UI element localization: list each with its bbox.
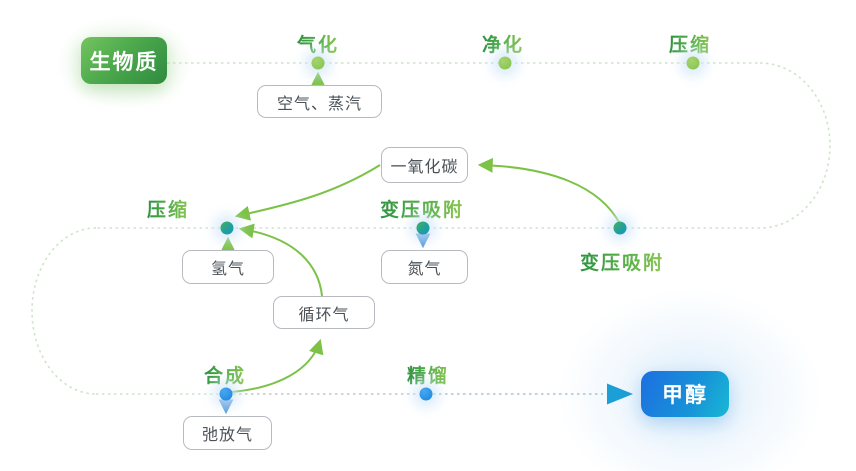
stage-compression-top: 压缩: [669, 30, 711, 57]
stage-purification: 净化: [482, 30, 524, 57]
box-air-steam: 空气、蒸汽: [257, 85, 382, 118]
box-nitrogen-label: 氮气: [407, 261, 442, 278]
methanol-badge: 甲醇: [641, 371, 729, 417]
biomass-badge-label: 生物质: [89, 50, 159, 74]
compression-top-node-dot-icon: [686, 56, 700, 70]
psa-right-node-dot-icon: [613, 221, 627, 235]
box-recycle-gas-label: 循环气: [298, 306, 350, 324]
stage-synthesis: 合成: [204, 361, 246, 388]
psa-mid-node-dot-icon: [416, 221, 430, 235]
box-nitrogen: 氮气: [381, 250, 468, 284]
synthesis-node-dot-icon: [219, 387, 233, 401]
stage-compression-left: 压缩: [147, 195, 189, 222]
box-purge-gas: 弛放气: [183, 416, 272, 450]
distillation-node-dot-icon: [419, 387, 433, 401]
dotted-arc-left: [31, 227, 97, 395]
box-hydrogen: 氢气: [182, 250, 274, 284]
stage-gasification: 气化: [297, 30, 339, 57]
box-recycle-gas: 循环气: [273, 296, 375, 329]
box-air-steam-label: 空气、蒸汽: [276, 95, 362, 113]
dotted-arc-right: [759, 62, 831, 229]
methanol-badge-label: 甲醇: [662, 384, 708, 407]
arrow-synthesis-to-recyclegas: [230, 338, 324, 393]
arrow-psaright-to-co: [477, 157, 621, 225]
arrow-co-to-compression: [234, 164, 381, 221]
methanol-arrowhead-icon: [607, 383, 633, 405]
box-hydrogen-label: 氢气: [210, 261, 245, 278]
biomass-badge: 生物质: [81, 37, 167, 84]
stage-distillation: 精馏: [407, 361, 449, 388]
box-purge-gas-label: 弛放气: [201, 427, 253, 444]
compression-left-node-dot-icon: [220, 221, 234, 235]
stage-psa-mid: 变压吸附: [380, 195, 464, 222]
purification-node-dot-icon: [498, 56, 512, 70]
stage-psa-right: 变压吸附: [580, 248, 664, 275]
box-carbon-monoxide-label: 一氧化碳: [390, 159, 459, 176]
gasification-node-dot-icon: [311, 56, 325, 70]
box-carbon-monoxide: 一氧化碳: [381, 147, 468, 183]
arrow-recyclegas-to-compression: [238, 223, 323, 297]
